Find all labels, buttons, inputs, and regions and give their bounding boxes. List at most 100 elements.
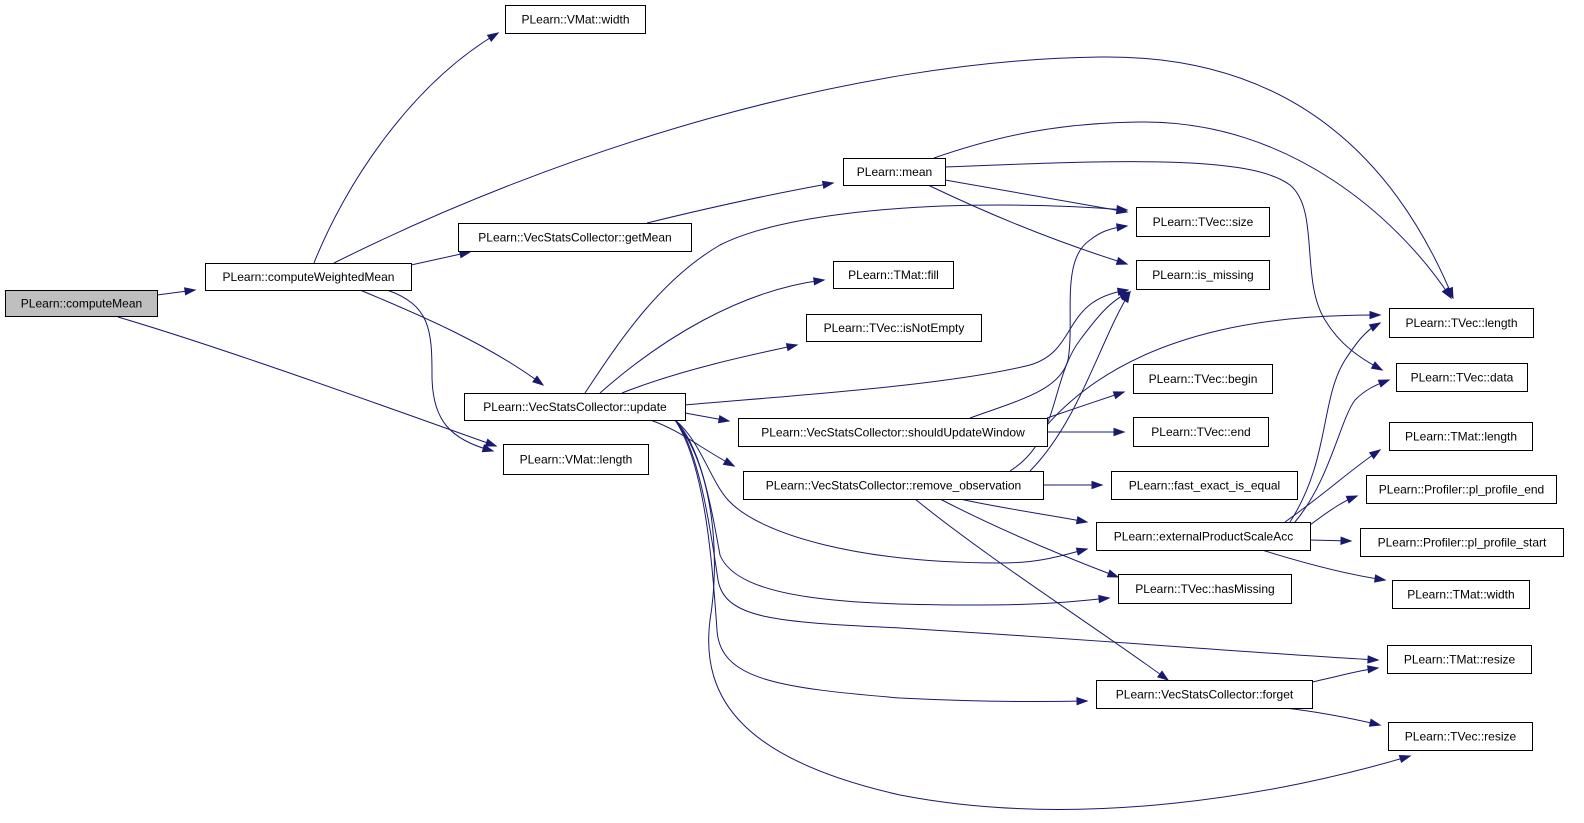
node-tvecIsNotEmpty[interactable]: PLearn::TVec::isNotEmpty bbox=[806, 314, 982, 342]
node-tvecSize-label: PLearn::TVec::size bbox=[1153, 215, 1254, 229]
edge-shouldUpdateWindow-to-tvecLength bbox=[1046, 310, 1382, 426]
edge-update-to-tvecSize-line bbox=[584, 204, 1128, 394]
node-tmatFill[interactable]: PLearn::TMat::fill bbox=[833, 261, 954, 289]
edge-removeObservation-to-isMissing-2-arrowhead bbox=[1120, 290, 1131, 304]
node-shouldUpdateWindow[interactable]: PLearn::VecStatsCollector::shouldUpdateW… bbox=[738, 418, 1048, 447]
node-tvecLength[interactable]: PLearn::TVec::length bbox=[1389, 308, 1534, 338]
node-tvecEnd[interactable]: PLearn::TVec::end bbox=[1133, 417, 1269, 447]
edge-externalProductScaleAcc-to-tmatLength bbox=[1284, 449, 1382, 523]
node-fastExactIsEqual[interactable]: PLearn::fast_exact_is_equal bbox=[1111, 471, 1298, 500]
node-tvecData-box bbox=[1396, 363, 1528, 392]
node-tvecEnd-box bbox=[1133, 417, 1269, 447]
node-isMissing[interactable]: PLearn::is_missing bbox=[1136, 260, 1270, 290]
node-tmatResize[interactable]: PLearn::TMat::resize bbox=[1387, 645, 1532, 674]
edge-update-to-tvecSize bbox=[584, 204, 1129, 394]
edge-update-to-forget-line bbox=[674, 419, 1088, 703]
node-plProfileEnd[interactable]: PLearn::Profiler::pl_profile_end bbox=[1366, 475, 1557, 504]
node-computeWeightedMean-box bbox=[205, 263, 412, 291]
edge-shouldUpdateWindow-to-tvecBegin-arrowhead bbox=[1112, 391, 1126, 400]
node-forget[interactable]: PLearn::VecStatsCollector::forget bbox=[1096, 680, 1313, 709]
edge-mean-to-isMissing-arrowhead bbox=[1115, 256, 1129, 265]
edge-externalProductScaleAcc-to-plProfileStart bbox=[1309, 536, 1353, 545]
edge-update-to-forget bbox=[674, 419, 1089, 706]
edge-mean-to-tvecLength-line bbox=[933, 121, 1452, 299]
node-tvecData-label: PLearn::TVec::data bbox=[1411, 371, 1514, 385]
edge-computeWeightedMean-to-vmatLength bbox=[386, 289, 495, 453]
node-plProfileStart[interactable]: PLearn::Profiler::pl_profile_start bbox=[1360, 528, 1564, 557]
node-externalProductScaleAcc-box bbox=[1096, 522, 1311, 551]
edge-computeMean-to-computeWeightedMean-arrowhead bbox=[184, 287, 197, 296]
edge-update-to-tvecIsNotEmpty-line bbox=[621, 344, 798, 394]
node-forget-box bbox=[1096, 680, 1313, 709]
node-shouldUpdateWindow-label: PLearn::VecStatsCollector::shouldUpdateW… bbox=[761, 426, 1025, 440]
edge-mean-to-tvecData-line bbox=[944, 161, 1383, 371]
node-tmatWidth-box bbox=[1392, 580, 1530, 609]
node-tvecHasMissing[interactable]: PLearn::TVec::hasMissing bbox=[1118, 574, 1292, 604]
edge-getMean-to-mean-arrowhead bbox=[821, 180, 835, 189]
edge-update-to-removeObservation bbox=[649, 419, 736, 467]
node-tvecBegin[interactable]: PLearn::TVec::begin bbox=[1133, 364, 1273, 394]
node-computeWeightedMean[interactable]: PLearn::computeWeightedMean bbox=[205, 263, 412, 291]
edge-update-to-tvecSize-arrowhead bbox=[1116, 204, 1129, 214]
edge-externalProductScaleAcc-to-tvecData-line bbox=[1294, 379, 1390, 523]
edge-update-to-tmatFill-line bbox=[599, 279, 825, 394]
node-removeObservation[interactable]: PLearn::VecStatsCollector::remove_observ… bbox=[743, 471, 1044, 500]
node-vmatLength[interactable]: PLearn::VMat::length bbox=[503, 444, 649, 475]
edge-removeObservation-to-tvecHasMissing-line bbox=[939, 498, 1119, 578]
edge-externalProductScaleAcc-to-plProfileEnd bbox=[1309, 495, 1359, 526]
edge-mean-to-tvecLength-arrowhead bbox=[1441, 286, 1452, 300]
edge-computeWeightedMean-to-getMean bbox=[410, 250, 472, 266]
edge-computeWeightedMean-to-update-arrowhead bbox=[532, 375, 545, 386]
edge-removeObservation-to-externalProductScaleAcc bbox=[959, 498, 1089, 525]
node-vmatWidth[interactable]: PLearn::VMat::width bbox=[505, 5, 646, 34]
edge-shouldUpdateWindow-to-tvecLength-arrowhead bbox=[1369, 310, 1382, 320]
node-tvecData[interactable]: PLearn::TVec::data bbox=[1396, 363, 1528, 392]
node-tvecResize-label: PLearn::TVec::resize bbox=[1405, 730, 1517, 744]
node-externalProductScaleAcc[interactable]: PLearn::externalProductScaleAcc bbox=[1096, 522, 1311, 551]
edge-update-to-tmatResize bbox=[674, 419, 1380, 664]
edge-computeWeightedMean-to-vmatWidth-arrowhead bbox=[486, 32, 500, 43]
edge-shouldUpdateWindow-to-tvecEnd-arrowhead bbox=[1113, 427, 1126, 437]
edge-update-to-isMissing-line bbox=[684, 289, 1129, 406]
node-removeObservation-box bbox=[743, 471, 1044, 500]
edge-removeObservation-to-externalProductScaleAcc-line bbox=[959, 498, 1088, 523]
edge-update-to-tvecHasMissing bbox=[674, 419, 1111, 606]
edge-update-to-tvecResize-line bbox=[674, 419, 1411, 810]
edge-computeWeightedMean-to-update-line bbox=[359, 289, 544, 386]
node-update[interactable]: PLearn::VecStatsCollector::update bbox=[464, 393, 686, 421]
edge-update-to-externalProductScaleAcc-arrowhead bbox=[1075, 547, 1089, 556]
node-tmatLength[interactable]: PLearn::TMat::length bbox=[1389, 422, 1533, 451]
edge-update-to-tvecIsNotEmpty bbox=[621, 343, 799, 394]
node-vmatLength-label: PLearn::VMat::length bbox=[520, 453, 633, 467]
node-computeMean-box bbox=[5, 290, 158, 317]
node-getMean[interactable]: PLearn::VecStatsCollector::getMean bbox=[458, 223, 692, 252]
node-tvecEnd-label: PLearn::TVec::end bbox=[1151, 425, 1250, 439]
node-shouldUpdateWindow-box bbox=[738, 418, 1048, 447]
node-mean-label: PLearn::mean bbox=[857, 165, 932, 179]
edge-removeObservation-to-forget-line bbox=[914, 498, 1169, 681]
edge-update-to-tmatFill bbox=[599, 277, 826, 394]
node-tvecIsNotEmpty-label: PLearn::TVec::isNotEmpty bbox=[824, 321, 965, 335]
edge-removeObservation-to-forget-arrowhead bbox=[1157, 670, 1170, 681]
edge-computeWeightedMean-to-vmatWidth bbox=[313, 32, 500, 264]
edge-computeWeightedMean-to-vmatLength-line bbox=[386, 289, 494, 452]
node-mean[interactable]: PLearn::mean bbox=[843, 158, 946, 186]
node-computeMean[interactable]: PLearn::computeMean bbox=[5, 290, 158, 317]
node-tvecHasMissing-label: PLearn::TVec::hasMissing bbox=[1135, 582, 1274, 596]
edge-computeWeightedMean-to-tvecLength-line bbox=[333, 56, 1454, 299]
edge-mean-to-tvecSize-line bbox=[944, 179, 1128, 213]
node-plProfileStart-label: PLearn::Profiler::pl_profile_start bbox=[1378, 536, 1547, 550]
node-tmatWidth[interactable]: PLearn::TMat::width bbox=[1392, 580, 1530, 609]
edge-shouldUpdateWindow-to-tvecSize-line bbox=[969, 225, 1128, 419]
edge-externalProductScaleAcc-to-tvecLength-arrowhead bbox=[1368, 322, 1382, 332]
node-mean-box bbox=[843, 158, 946, 186]
node-tvecResize[interactable]: PLearn::TVec::resize bbox=[1388, 722, 1533, 751]
edge-removeObservation-to-externalProductScaleAcc-arrowhead bbox=[1075, 515, 1089, 525]
node-tmatWidth-label: PLearn::TMat::width bbox=[1407, 588, 1514, 602]
edge-forget-to-tvecResize bbox=[1284, 707, 1382, 727]
node-tmatLength-box bbox=[1389, 422, 1533, 451]
node-getMean-label: PLearn::VecStatsCollector::getMean bbox=[478, 231, 671, 245]
node-computeWeightedMean-label: PLearn::computeWeightedMean bbox=[223, 270, 395, 284]
edge-getMean-to-mean-line bbox=[646, 182, 834, 224]
node-tvecSize[interactable]: PLearn::TVec::size bbox=[1136, 207, 1270, 237]
